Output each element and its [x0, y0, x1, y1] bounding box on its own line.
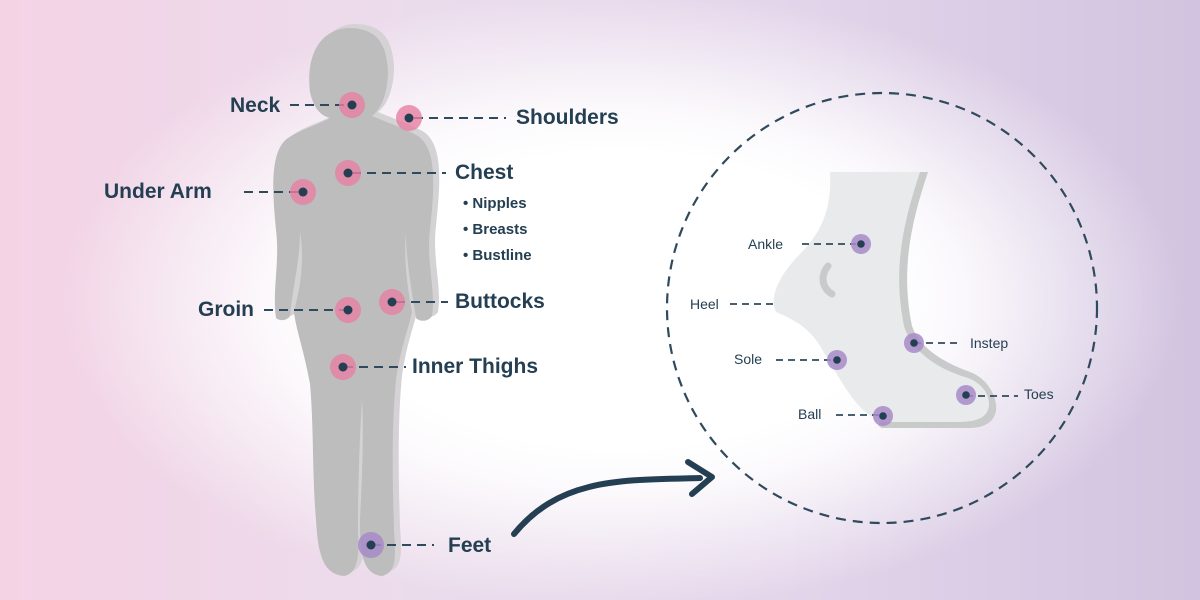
- ball-marker: [873, 406, 893, 426]
- label-sole: Sole: [734, 351, 763, 367]
- chest-item-breasts: • Breasts: [463, 221, 528, 238]
- buttocks-marker: [379, 289, 405, 315]
- label-toes: Toes: [1024, 386, 1054, 402]
- chest-item-bustline: • Bustline: [463, 247, 532, 264]
- sole-marker: [827, 350, 847, 370]
- label-instep: Instep: [970, 335, 1009, 351]
- feet-marker: [358, 532, 384, 558]
- foot-illustration: [773, 172, 997, 428]
- label-inner-thighs: Inner Thighs: [412, 355, 538, 378]
- ankle-marker: [851, 234, 871, 254]
- label-neck: Neck: [230, 94, 281, 117]
- body-markers: [290, 92, 422, 558]
- toes-marker: [956, 385, 976, 405]
- shoulders-marker: [396, 105, 422, 131]
- chest-marker: [335, 160, 361, 186]
- label-under-arm: Under Arm: [104, 180, 212, 203]
- foot-markers: [827, 234, 976, 426]
- label-buttocks: Buttocks: [455, 290, 545, 313]
- inner-thighs-marker: [330, 354, 356, 380]
- groin-marker: [335, 297, 361, 323]
- label-ankle: Ankle: [748, 236, 784, 252]
- label-heel: Heel: [690, 296, 719, 312]
- label-ball: Ball: [798, 406, 822, 422]
- label-feet: Feet: [448, 534, 492, 557]
- neck-marker: [339, 92, 365, 118]
- foot-leader-lines: [730, 243, 1018, 416]
- zoom-arrow: [511, 459, 715, 537]
- chest-item-nipples: • Nipples: [463, 195, 527, 212]
- under-arm-marker: [290, 179, 316, 205]
- label-chest: Chest: [455, 161, 514, 184]
- instep-marker: [904, 333, 924, 353]
- label-shoulders: Shoulders: [516, 106, 619, 129]
- label-groin: Groin: [198, 298, 254, 321]
- zoom-circle: [665, 91, 1099, 525]
- ankle-bone-mark: [819, 262, 836, 298]
